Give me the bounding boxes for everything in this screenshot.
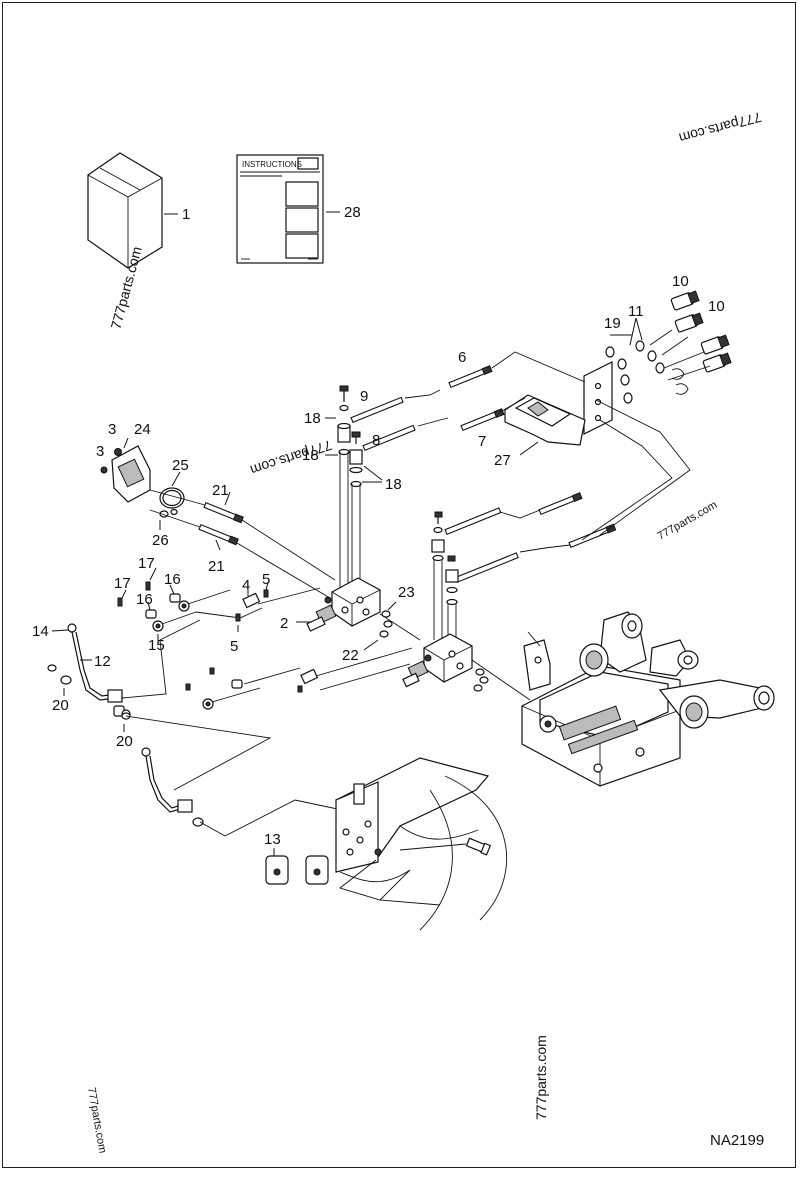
callout-16-upper: 16 xyxy=(164,571,181,588)
callout-6: 6 xyxy=(458,349,466,366)
callout-11: 11 xyxy=(628,303,644,320)
callout-27: 27 xyxy=(494,452,511,469)
callout-22: 22 xyxy=(342,647,359,664)
part-control-valve-right xyxy=(402,633,531,701)
part-box xyxy=(87,152,178,269)
callout-28: 28 xyxy=(344,204,361,221)
callout-21-upper: 21 xyxy=(212,482,229,499)
callout-25: 25 xyxy=(172,457,189,474)
callout-9: 9 xyxy=(360,388,368,405)
part-control-valve-left xyxy=(296,577,381,632)
part-hitch-housing xyxy=(521,611,775,787)
part-couplers xyxy=(583,290,732,435)
part-linkage xyxy=(117,567,321,640)
callout-15: 15 xyxy=(148,637,165,654)
callout-18-c: 18 xyxy=(385,476,402,493)
callout-3-lower: 3 xyxy=(96,443,104,460)
callout-2: 2 xyxy=(280,615,288,632)
callout-labels: 1 28 10 10 11 19 6 9 18 8 18 18 7 27 3 2… xyxy=(32,204,725,848)
callout-18-a: 18 xyxy=(304,410,321,427)
callout-3-upper: 3 xyxy=(108,421,116,438)
callout-23: 23 xyxy=(398,584,415,601)
callout-5-upper: 5 xyxy=(262,571,270,588)
part-instructions-sheet xyxy=(236,154,340,264)
callout-26: 26 xyxy=(152,532,169,549)
diagram-id: NA2199 xyxy=(710,1132,764,1149)
callout-10-top: 10 xyxy=(672,273,689,290)
callout-17-upper: 17 xyxy=(138,555,155,572)
callout-5-lower: 5 xyxy=(230,638,238,655)
part-lower-linkage xyxy=(185,647,413,710)
instructions-title: INSTRUCTIONS xyxy=(242,160,302,169)
callout-8: 8 xyxy=(372,432,380,449)
callout-4: 4 xyxy=(242,577,250,594)
callout-14: 14 xyxy=(32,623,49,640)
callout-17-lower: 17 xyxy=(114,575,131,592)
part-hydraulic-lines xyxy=(350,351,691,584)
callout-13: 13 xyxy=(264,831,281,848)
watermark-5: 777parts.com xyxy=(533,1035,549,1120)
part-hoses-21 xyxy=(149,489,336,599)
part-mounting-plate xyxy=(504,394,586,456)
part-bolts-orings xyxy=(325,385,459,645)
callout-18-b: 18 xyxy=(302,447,319,464)
part-mounting-bracket-lower xyxy=(265,757,508,931)
part-lever-upper xyxy=(47,619,272,791)
callout-20-left: 20 xyxy=(52,697,69,714)
callout-12: 12 xyxy=(94,653,111,670)
callout-1: 1 xyxy=(182,206,190,223)
callout-19: 19 xyxy=(604,315,621,332)
callout-20-right: 20 xyxy=(116,733,133,750)
callout-10-right: 10 xyxy=(708,298,725,315)
callout-21-lower: 21 xyxy=(208,558,225,575)
part-orings-22-23 xyxy=(363,601,421,651)
callout-24: 24 xyxy=(134,421,151,438)
callout-7: 7 xyxy=(478,433,486,450)
callout-16-lower: 16 xyxy=(136,591,153,608)
